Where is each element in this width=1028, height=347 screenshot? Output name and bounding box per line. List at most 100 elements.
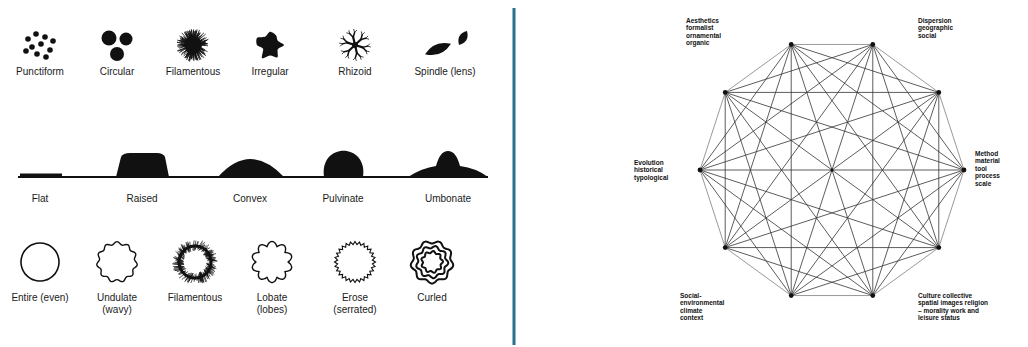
network-point: [870, 293, 875, 298]
rhizoid-branch: [366, 51, 368, 54]
filamentous-margin-hair: [182, 273, 189, 280]
filamentous-margin-hair: [207, 259, 214, 260]
filamentous-margin-hair: [200, 272, 201, 281]
filamentous-margin-hair: [208, 259, 215, 260]
rhizoid-branch: [366, 36, 368, 38]
elevation-label: Raised: [126, 193, 157, 205]
filamentous-hair: [193, 32, 194, 39]
filamentous-margin-hair: [188, 244, 189, 252]
punctiform-dot: [25, 36, 31, 42]
filamentous-margin-hair: [194, 274, 196, 282]
network-line: [725, 248, 873, 296]
filamentous-margin-hair: [202, 274, 204, 283]
network-line: [791, 44, 939, 92]
network-line: [873, 92, 939, 295]
punctiform-dot: [29, 44, 35, 50]
network-point: [723, 245, 728, 250]
irregular-colony: [256, 32, 284, 59]
punctiform-dot: [43, 54, 49, 60]
filamentous-hair: [197, 43, 208, 44]
filamentous-margin-hair: [208, 264, 215, 268]
elevation-label: Convex: [233, 193, 267, 205]
margin-label: Filamentous: [166, 292, 224, 304]
network-line: [791, 44, 964, 170]
rhizoid-branch: [362, 33, 364, 35]
network-line: [791, 44, 939, 247]
filamentous-margin-hair: [175, 266, 184, 267]
filamentous-hair: [194, 44, 208, 45]
filamentous-hair: [177, 42, 187, 45]
filamentous-margin-hair: [180, 249, 183, 255]
filamentous-margin-hair: [172, 263, 184, 265]
circular-colony: [120, 33, 133, 46]
divider-line: [513, 8, 516, 345]
form-label: Irregular: [251, 66, 288, 78]
elevation-profile: [408, 151, 488, 177]
filamentous-hair: [186, 34, 191, 43]
margin-outline: [97, 242, 137, 282]
network-line: [725, 44, 791, 247]
network-point: [936, 90, 941, 95]
network-line: [725, 92, 964, 170]
filamentous-hair: [197, 43, 206, 44]
network-line: [791, 44, 792, 295]
punctiform-dot: [33, 31, 39, 37]
margin-outline: [252, 242, 291, 283]
network-label: Method material tool process scale: [975, 150, 1007, 187]
filamentous-margin-hair: [201, 272, 204, 283]
rhizoid-branch: [363, 47, 366, 51]
rhizoid-branch: [346, 55, 348, 57]
circular-colony: [110, 47, 124, 61]
punctiform-dot: [34, 51, 40, 57]
network-line: [700, 92, 725, 170]
filamentous-margin-hair: [186, 274, 191, 280]
rhizoid-branch: [360, 56, 362, 59]
rhizoid-branch: [344, 39, 347, 43]
network-label: Dispersion geographic social: [918, 17, 960, 39]
rhizoid-branch: [355, 53, 356, 58]
filamentous-margin-hair: [200, 245, 205, 250]
rhizoid-core: [352, 42, 358, 48]
network-line: [725, 92, 791, 295]
circular-colony: [102, 31, 117, 46]
margin-outline: [416, 246, 448, 278]
rhizoid-branch: [341, 50, 344, 52]
network-line: [725, 92, 939, 247]
filamentous-margin-hair: [183, 247, 185, 253]
margin-label: Lobate (lobes): [243, 292, 301, 316]
filamentous-margin-hair: [187, 275, 192, 282]
network-label: Culture collective spatial images religi…: [918, 292, 993, 322]
form-label: Spindle (lens): [414, 66, 475, 78]
margin-label: Curled: [403, 292, 461, 304]
elevation-profile: [218, 159, 284, 177]
filamentous-margin-hair: [177, 269, 186, 272]
network-line: [873, 44, 939, 92]
filamentous-margin-hair: [205, 254, 216, 256]
form-label: Punctiform: [16, 66, 64, 78]
filamentous-hair: [193, 46, 196, 56]
filamentous-margin-hair: [198, 274, 199, 283]
rhizoid-branch: [353, 58, 355, 60]
network-point: [962, 168, 967, 173]
punctiform-dot: [50, 38, 56, 44]
rhizoid-branch: [355, 30, 357, 32]
filamentous-margin-hair: [175, 256, 183, 260]
network-line: [791, 295, 873, 296]
filamentous-hair: [194, 43, 207, 44]
filamentous-margin-hair: [186, 242, 188, 251]
network: [698, 42, 967, 298]
margin-outline: [421, 251, 443, 273]
network-line: [700, 44, 791, 170]
form-shapes: [23, 29, 470, 62]
spindle-colony: [456, 29, 471, 47]
filamentous-margin-hair: [207, 258, 216, 260]
filamentous-margin-hair: [180, 249, 184, 255]
network-label: Evolution historical typological: [634, 159, 678, 181]
spindle-colony: [423, 39, 453, 59]
filamentous-margin-hair: [206, 268, 212, 276]
filamentous-hair: [177, 45, 193, 46]
filamentous-hair: [196, 38, 204, 42]
rhizoid-branch: [348, 31, 350, 34]
filamentous-margin-hair: [200, 272, 201, 281]
